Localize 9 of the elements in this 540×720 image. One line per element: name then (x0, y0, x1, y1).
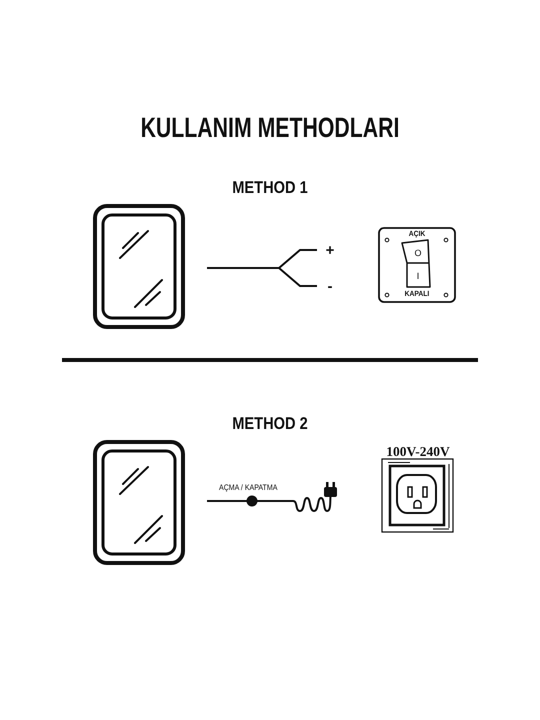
section-heading: METHOD 2 (232, 415, 308, 432)
switch-symbol: I (416, 272, 420, 280)
polarity-label: + (326, 243, 334, 258)
page-title: KULLANIM METHODLARI (140, 114, 400, 142)
switch-symbol: O (414, 248, 422, 258)
section-heading: METHOD 1 (232, 179, 308, 196)
voltage-label: 100V-240V (386, 445, 450, 458)
polarity-label: - (328, 279, 332, 294)
cord-switch-label: AÇMA / KAPATMA (219, 484, 278, 492)
